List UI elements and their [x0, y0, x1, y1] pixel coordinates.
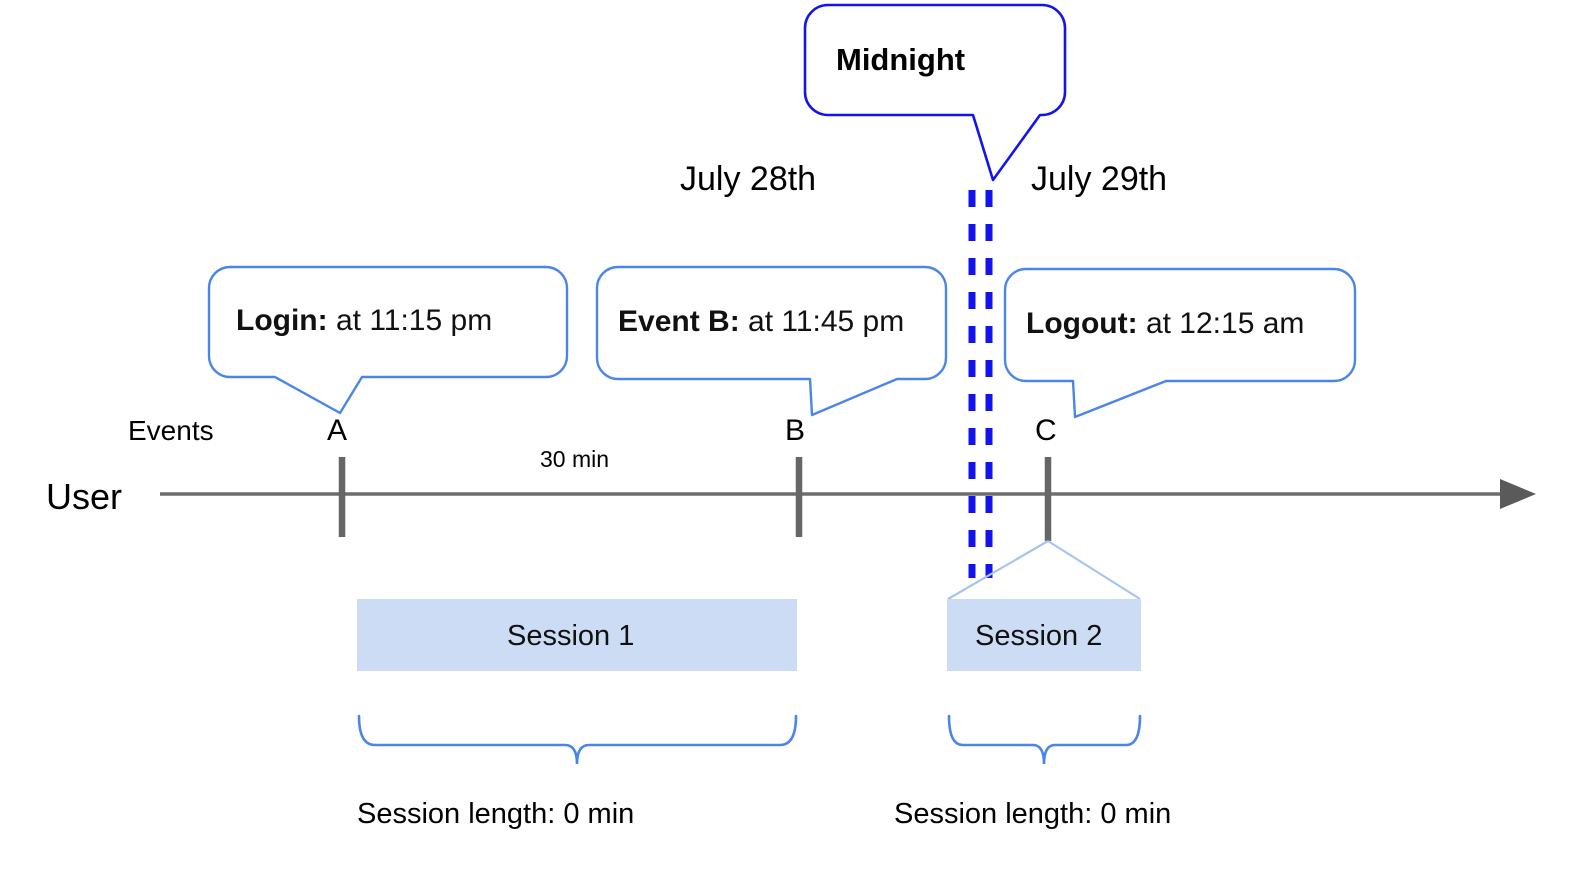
- event-b-callout-shape: [595, 265, 948, 417]
- login-callout-shape: [207, 265, 569, 415]
- midnight-callout-shape: [803, 3, 1067, 182]
- midnight-dashed-lines: [968, 190, 993, 578]
- session-1-label: Session 1: [507, 620, 635, 652]
- session-1-brace: [357, 714, 798, 765]
- event-b-callout-text: Event B: at 11:45 pm: [618, 307, 904, 337]
- axis-row-label-events: Events: [128, 415, 214, 446]
- login-callout-text: Login: at 11:15 pm: [236, 306, 492, 336]
- event-b-callout-rest: at 11:45 pm: [739, 305, 905, 338]
- logout-callout-text: Logout: at 12:15 am: [1026, 309, 1304, 339]
- date-label-july-29: July 29th: [1031, 160, 1168, 198]
- login-callout-strong: Login:: [236, 304, 328, 337]
- session-2-box: [947, 599, 1141, 671]
- gap-duration-label: 30 min: [540, 446, 610, 472]
- login-callout-rest: at 11:15 pm: [327, 304, 493, 337]
- timeline-axis: [160, 479, 1536, 509]
- session-2-fan-lines: [947, 540, 1141, 600]
- marker-letter-b: B: [785, 414, 806, 447]
- logout-callout-strong: Logout:: [1026, 307, 1138, 340]
- date-label-july-28: July 28th: [680, 160, 817, 198]
- session-2-brace: [947, 714, 1142, 765]
- session-1-box: [357, 599, 797, 671]
- logout-callout-shape: [1003, 267, 1357, 419]
- marker-letter-c: C: [1035, 414, 1057, 447]
- session-1-length-label: Session length: 0 min: [357, 798, 635, 830]
- session-2-label: Session 2: [975, 620, 1103, 652]
- event-b-callout-strong: Event B:: [618, 305, 740, 338]
- marker-letter-a: A: [327, 414, 348, 447]
- session-2-length-label: Session length: 0 min: [894, 798, 1172, 830]
- midnight-label: Midnight: [836, 42, 966, 77]
- axis-row-label-user: User: [46, 476, 123, 517]
- logout-callout-rest: at 12:15 am: [1137, 307, 1305, 340]
